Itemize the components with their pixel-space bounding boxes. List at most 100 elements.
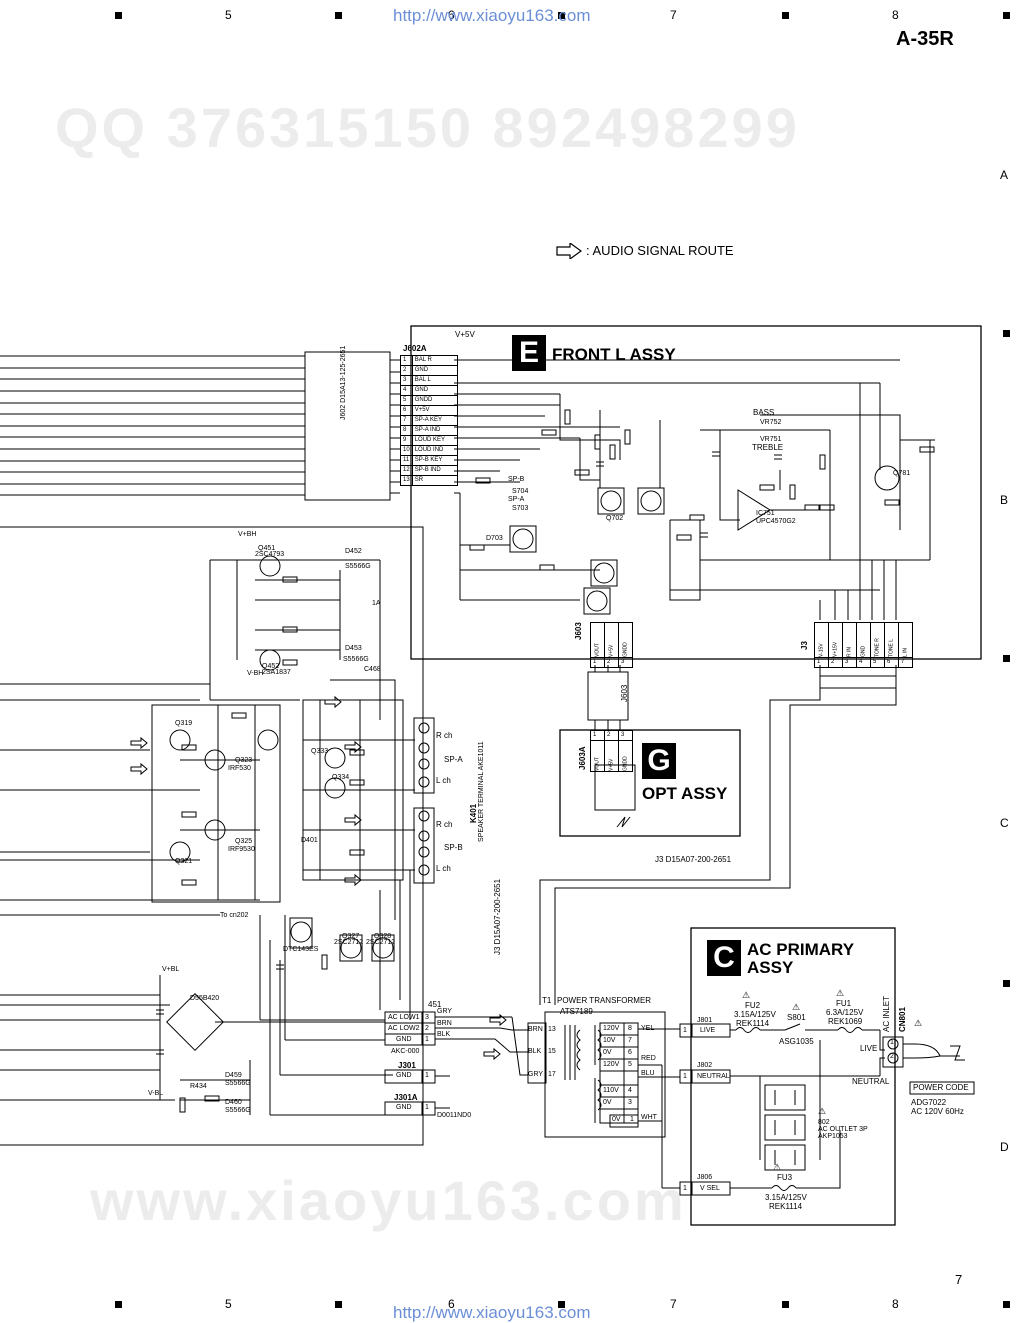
ac-row-wire: GRY <box>437 1008 453 1015</box>
q328-part: 2SC2712 <box>366 939 396 946</box>
source-url[interactable]: http://www.xiaoyu163.com <box>393 6 591 25</box>
primary-wire: BLK <box>528 1048 542 1055</box>
s704-label: S704 <box>512 488 529 495</box>
source-url[interactable]: http://www.xiaoyu163.com <box>393 1303 591 1322</box>
q452-label: Q452 <box>262 663 280 670</box>
secondary-voltage: 0V <box>603 1049 612 1056</box>
warning-icon: ⚠ <box>773 1162 782 1172</box>
row-label: C <box>1000 816 1009 830</box>
watermark: www.xiaoyu163.com <box>90 1169 687 1232</box>
q301-part: DTC143ES <box>283 946 319 953</box>
j301-pin: 1 <box>425 1072 429 1079</box>
secondary-pin: 6 <box>628 1049 632 1056</box>
speaker-terminal-label: SPEAKER TERMINAL AKE1011 <box>478 741 485 842</box>
j301a-pin: 1 <box>425 1104 429 1111</box>
q323-part: IRF530 <box>228 765 251 772</box>
assembly-letter-e: E <box>512 335 546 371</box>
column-label: 7 <box>670 8 677 22</box>
vbl-label: V+BL <box>162 966 180 973</box>
column-label: 8 <box>892 8 899 22</box>
j801-pin: 1 <box>683 1027 687 1034</box>
bass-label: BASS <box>753 408 775 417</box>
d460-part: S5566G <box>225 1107 251 1114</box>
d703-label: D703 <box>486 535 503 542</box>
warning-icon: ⚠ <box>914 1018 923 1028</box>
transformer-part: ATS7189 <box>560 1007 593 1016</box>
column-label: 6 <box>448 8 455 22</box>
fu3-part: REK1114 <box>769 1202 803 1211</box>
d452-label: D452 <box>345 548 362 555</box>
assembly-name-front-l: FRONT L ASSY <box>552 345 676 364</box>
inlet-pin-2: 2 <box>890 1053 894 1060</box>
vbh-neg-label: V-BH <box>247 670 264 677</box>
vr752-label: VR752 <box>760 419 782 426</box>
q323-label: Q323 <box>235 757 253 764</box>
q319-label: Q319 <box>175 720 193 727</box>
column-label: 5 <box>225 8 232 22</box>
r434-label: R434 <box>190 1083 207 1090</box>
ac-row-pin: 1 <box>425 1036 429 1043</box>
j806-pin: 1 <box>683 1185 687 1192</box>
ac-connector-ref: 451 <box>428 1000 442 1009</box>
row-label: B <box>1000 493 1009 507</box>
vbl-neg-label: V-BL <box>148 1090 164 1097</box>
secondary-wire: YEL <box>641 1025 655 1032</box>
fu3-rating: 3.15A/125V <box>765 1193 807 1202</box>
inlet-live: LIVE <box>860 1044 878 1053</box>
fu3-label: FU3 <box>777 1173 793 1182</box>
j3-pin-table: V-15V V+15V R IN GND TONE R TONE L L IN … <box>814 622 913 668</box>
connector-j602a-label: J602A <box>403 344 427 353</box>
ic751-label: IC751 <box>756 510 775 517</box>
secondary-wire: BLU <box>641 1070 655 1077</box>
j806-signal: V SEL <box>700 1185 720 1192</box>
secondary-pin: 3 <box>628 1099 632 1106</box>
secondary-wire: RED <box>641 1055 656 1062</box>
fu1-part: REK1069 <box>828 1017 863 1026</box>
secondary-voltage: 10V <box>603 1037 616 1044</box>
q334-label: Q334 <box>332 774 350 781</box>
supply-label: V+5V <box>455 330 475 339</box>
j3-cable-vertical: J3 D15A07-200-2651 <box>493 878 502 955</box>
j301a-label: J301A <box>394 1093 418 1102</box>
sp-b-label: SP-B <box>508 476 525 483</box>
j301-label: J301 <box>398 1061 416 1070</box>
spk-a-lch: L ch <box>436 776 451 785</box>
primary-wire: GRY <box>528 1071 544 1078</box>
secondary-voltage: 0V <box>603 1099 612 1106</box>
vbh-label: V+BH <box>238 531 257 538</box>
d459-label: D459 <box>225 1072 242 1079</box>
j603a-label: J603A <box>578 746 587 770</box>
q325-part: IRF9530 <box>228 846 255 853</box>
inductor-label: 1A <box>372 600 381 607</box>
q781-label: Q781 <box>893 470 911 477</box>
q702-label: Q702 <box>606 515 624 522</box>
spk-a-rch: R ch <box>436 731 453 740</box>
q328-label: Q328 <box>374 933 392 940</box>
j301a-signal: GND <box>396 1104 412 1111</box>
d459-part: S5566G <box>225 1080 251 1087</box>
secondary-pin: 7 <box>628 1037 632 1044</box>
fu1-label: FU1 <box>836 999 852 1008</box>
power-cord-rating: AC 120V 60Hz <box>911 1107 964 1116</box>
speaker-terminal-ref: K401 <box>469 803 478 823</box>
q327-part: 2SC2712 <box>334 939 364 946</box>
assembly-name-ac-primary-2: ASSY <box>747 958 794 977</box>
d455-label: D55B420 <box>190 995 220 1002</box>
primary-pin: 15 <box>548 1048 556 1055</box>
primary-pin: 17 <box>548 1071 556 1078</box>
j3-cable-label: J3 D15A07-200-2651 <box>655 855 732 864</box>
power-cord-label: POWER CODE <box>913 1083 969 1092</box>
sp-a-label: SP-A <box>508 496 525 503</box>
ac-row-pin: 2 <box>425 1025 429 1032</box>
